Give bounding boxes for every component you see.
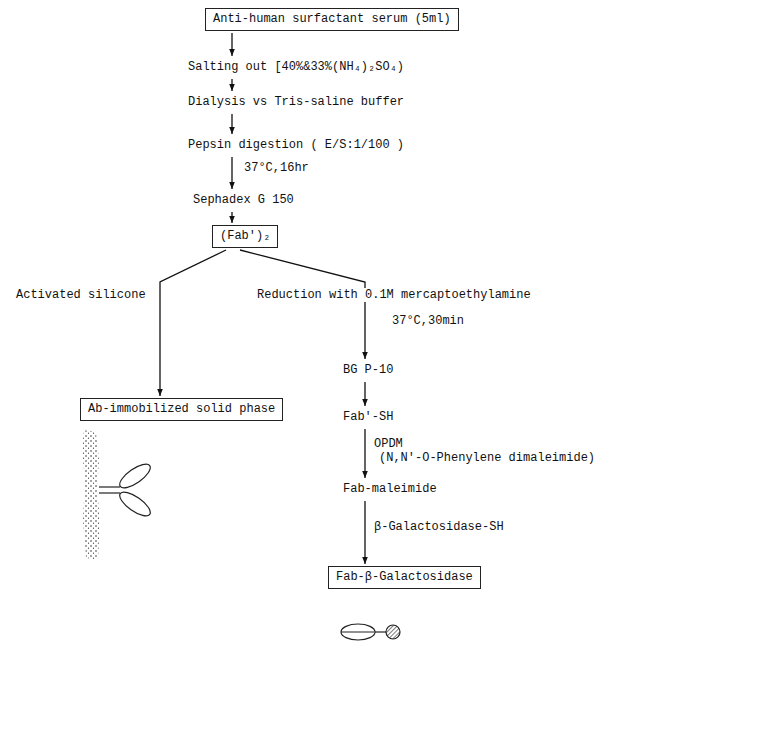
flow-arrow xyxy=(231,114,232,134)
note-label: (N,N'-O-Phenylene dimaleimide) xyxy=(377,451,597,465)
product-box: Fab-β-Galactosidase xyxy=(328,566,481,589)
flow-arrow xyxy=(231,212,232,223)
note-label: 37°C,30min xyxy=(390,314,466,328)
flow-arrow xyxy=(160,250,226,396)
product-box: Ab-immobilized solid phase xyxy=(80,398,283,421)
flow-arrow xyxy=(231,79,232,91)
edge-label: 37°C,16hr xyxy=(242,161,311,175)
step-text: Salting out [40%&33%(NH₄)₂SO₄) xyxy=(188,60,404,75)
flow-arrow xyxy=(364,382,365,406)
flow-arrow xyxy=(240,250,365,359)
flow-arrow xyxy=(364,501,365,564)
process-step: Salting out [40%&33%(NH₄)₂SO₄) xyxy=(185,58,407,77)
flow-arrow xyxy=(231,33,232,56)
step-text: Dialysis vs Tris-saline buffer xyxy=(188,95,404,110)
conjugate-figure xyxy=(341,624,400,640)
process-step: Dialysis vs Tris-saline buffer xyxy=(185,93,407,112)
step-text: (Fab')₂ xyxy=(220,229,270,244)
flow-arrow xyxy=(231,157,232,189)
step-text: Pepsin digestion ( E/S:1/100 ) xyxy=(188,138,404,153)
process-step: BG P-10 xyxy=(340,361,396,380)
process-step: Fab'-SH xyxy=(340,408,396,427)
step-text: Fab-maleimide xyxy=(343,482,437,497)
process-step: Sephadex G 150 xyxy=(190,191,297,210)
edge-label: OPDM xyxy=(372,437,405,451)
solid-phase-figure xyxy=(82,430,154,560)
edge-label: Activated silicone xyxy=(14,288,148,302)
product-box: Anti-human surfactant serum (5ml) xyxy=(205,8,459,31)
flow-arrow xyxy=(364,429,365,478)
step-text: Fab'-SH xyxy=(343,410,393,425)
step-text: Anti-human surfactant serum (5ml) xyxy=(213,12,451,27)
step-text: Sephadex G 150 xyxy=(193,193,294,208)
process-step: Pepsin digestion ( E/S:1/100 ) xyxy=(185,136,407,155)
step-text: Fab-β-Galactosidase xyxy=(336,570,473,585)
edge-label: β-Galactosidase-SH xyxy=(372,520,506,534)
process-step: Fab-maleimide xyxy=(340,480,440,499)
product-box: (Fab')₂ xyxy=(212,225,278,248)
edge-label: Reduction with 0.1M mercaptoethylamine xyxy=(255,288,533,302)
step-text: Ab-immobilized solid phase xyxy=(88,402,275,417)
step-text: BG P-10 xyxy=(343,363,393,378)
